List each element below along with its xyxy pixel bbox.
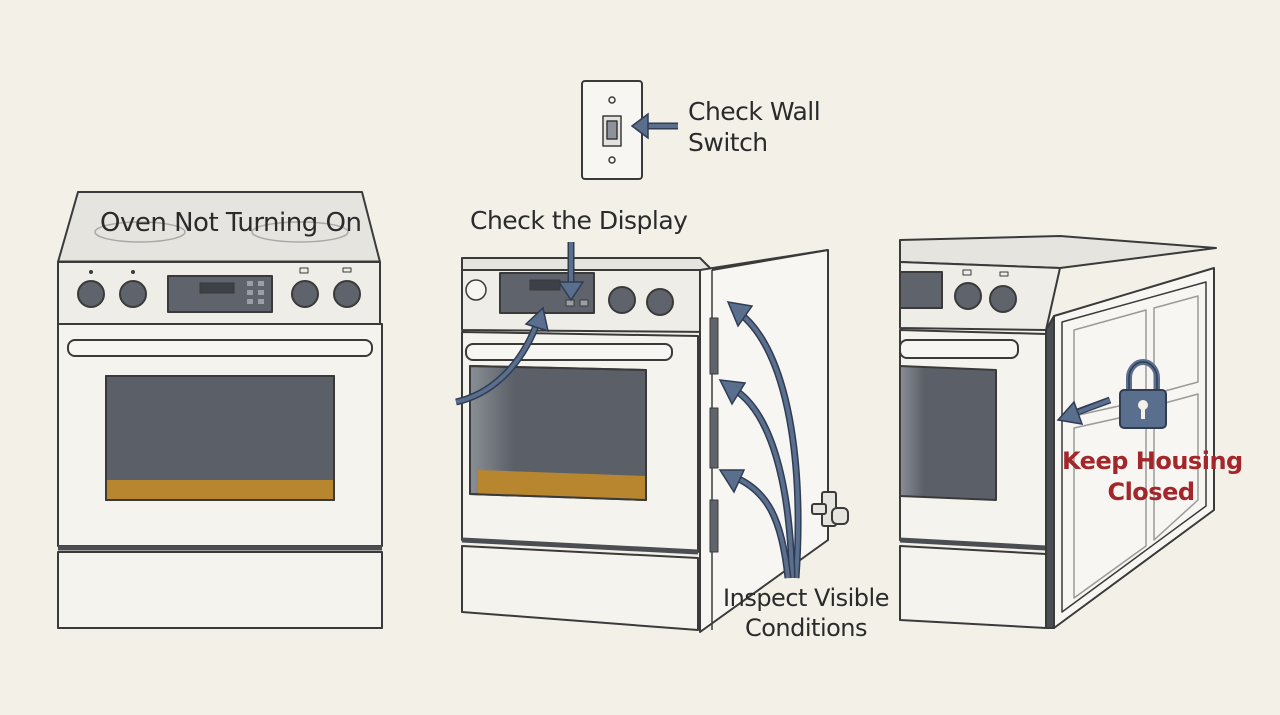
storage-drawer [57, 551, 383, 629]
knob-icon [954, 282, 982, 310]
housing-warning-label: Keep Housing Closed [1062, 446, 1243, 508]
knob-icon [333, 280, 361, 308]
title-label: Oven Not Turning On [100, 208, 362, 238]
storage-drawer [461, 545, 699, 631]
vent [709, 407, 719, 469]
gas-valve-icon [811, 491, 849, 527]
knob-icon [291, 280, 319, 308]
housing-label-line2: Closed [1107, 478, 1195, 506]
housing-label-line1: Keep Housing [1062, 447, 1243, 475]
display-label: Check the Display [470, 206, 688, 235]
display-panel [899, 271, 943, 309]
door-handle [465, 343, 673, 361]
oven-front-view [57, 191, 383, 629]
display-panel [499, 272, 595, 314]
inspect-label-line1: Inspect Visible [723, 584, 889, 612]
storage-drawer [899, 545, 1047, 629]
oven-window [899, 365, 997, 501]
vent [709, 499, 719, 553]
inspect-label-line2: Conditions [744, 614, 868, 642]
wall-switch-label: Check Wall Switch [688, 96, 821, 158]
wall-switch-label-line2: Switch [688, 128, 768, 157]
padlock-icon [1119, 359, 1167, 429]
oven-housing-view [899, 235, 1217, 629]
inspect-label: Inspect Visible Conditions [718, 583, 894, 643]
wall-switch-label-line1: Check Wall [688, 97, 821, 126]
knob-icon [77, 280, 105, 308]
door-handle [67, 339, 373, 357]
side-panel [699, 249, 829, 633]
knob-icon [989, 285, 1017, 313]
knob-icon [646, 288, 674, 316]
inspect-arrows [718, 301, 802, 579]
door-handle [899, 339, 1019, 359]
vent [709, 317, 719, 375]
knob-icon [608, 286, 636, 314]
light-switch-icon [581, 80, 643, 180]
knob-icon [119, 280, 147, 308]
display-panel [167, 275, 273, 313]
